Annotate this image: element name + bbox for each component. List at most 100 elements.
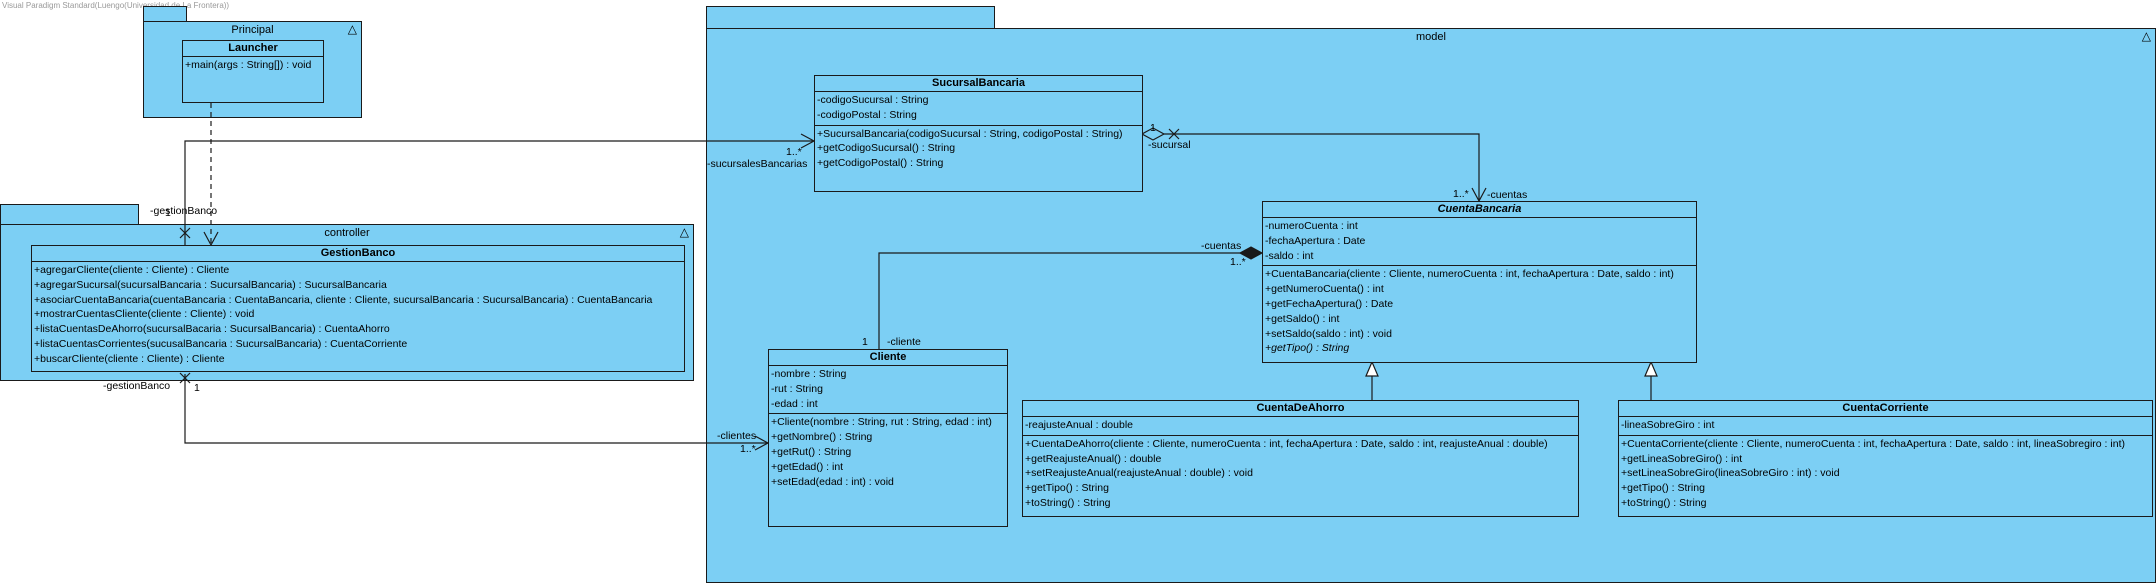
class-name: Launcher — [183, 41, 323, 57]
role-label: -sucursalesBancarias — [707, 158, 808, 170]
composition-cuentas-line — [878, 252, 1240, 349]
attributes-compartment: -reajusteAnual : double — [1023, 417, 1578, 436]
operation[interactable]: +Cliente(nombre : String, rut : String, … — [771, 416, 992, 429]
operation[interactable]: +getNumeroCuenta() : int — [1265, 283, 1384, 296]
operations-compartment: +CuentaBancaria(cliente : Cliente, numer… — [1263, 266, 1696, 358]
class-name: Cliente — [769, 350, 1007, 366]
operation[interactable]: +getTipo() : String — [1621, 482, 1705, 495]
operation[interactable]: +toString() : String — [1621, 496, 1707, 509]
operation[interactable]: +listaCuentasCorrientes(sucusalBancaria … — [34, 337, 408, 350]
class-name: CuentaBancaria — [1263, 202, 1696, 218]
class-cuenta-corriente[interactable]: CuentaCorriente -lineaSobreGiro : int +C… — [1618, 400, 2153, 517]
operations-compartment: +Cliente(nombre : String, rut : String, … — [769, 414, 1007, 491]
class-name: CuentaDeAhorro — [1023, 401, 1578, 417]
operation[interactable]: +agregarCliente(cliente : Cliente) : Cli… — [34, 264, 230, 276]
operation[interactable]: +getCodigoSucursal() : String — [817, 142, 956, 155]
attribute[interactable]: -lineaSobreGiro : int — [1621, 419, 1715, 431]
operation[interactable]: +CuentaDeAhorro(cliente : Cliente, numer… — [1025, 437, 1548, 450]
class-cuenta-bancaria[interactable]: CuentaBancaria -numeroCuenta : int -fech… — [1262, 201, 1697, 363]
operations-compartment: +CuentaCorriente(cliente : Cliente, nume… — [1619, 436, 2152, 513]
operation-abstract[interactable]: +getTipo() : String — [1265, 342, 1350, 355]
attribute[interactable]: -codigoPostal : String — [817, 108, 917, 121]
attributes-compartment: -numeroCuenta : int -fechaApertura : Dat… — [1263, 218, 1696, 267]
operation[interactable]: +toString() : String — [1025, 496, 1111, 509]
class-cliente[interactable]: Cliente -nombre : String -rut : String -… — [768, 349, 1008, 527]
multiplicity-label: 1 — [194, 382, 200, 394]
operation[interactable]: +getNombre() : String — [771, 431, 873, 444]
operation[interactable]: +getSaldo() : int — [1265, 312, 1340, 325]
operations-compartment: +main(args : String[]) : void — [183, 57, 323, 75]
multiplicity-label: 1 — [165, 207, 171, 219]
class-name: GestionBanco — [32, 246, 684, 262]
attributes-compartment: -nombre : String -rut : String -edad : i… — [769, 366, 1007, 415]
package-collapse-icon[interactable]: △ — [2141, 29, 2151, 43]
attribute[interactable]: -reajusteAnual : double — [1025, 419, 1133, 431]
operation[interactable]: +getTipo() : String — [1025, 482, 1109, 495]
package-model-tab[interactable] — [706, 6, 995, 28]
operation[interactable]: +setSaldo(saldo : int) : void — [1265, 327, 1392, 340]
role-label: -cuentas — [1201, 240, 1242, 252]
attributes-compartment: -codigoSucursal : String -codigoPostal :… — [815, 92, 1142, 126]
operation[interactable]: +getRut() : String — [771, 445, 852, 458]
operation[interactable]: +buscarCliente(cliente : Cliente) : Clie… — [34, 352, 225, 365]
package-principal-name: Principal — [231, 24, 274, 36]
operation[interactable]: +CuentaBancaria(cliente : Cliente, numer… — [1265, 268, 1674, 281]
association-clientes-navigability-x — [179, 372, 191, 384]
operation[interactable]: +getCodigoPostal() : String — [817, 157, 944, 170]
operations-compartment: +CuentaDeAhorro(cliente : Cliente, numer… — [1023, 436, 1578, 513]
role-label: -cliente — [887, 336, 921, 348]
operation[interactable]: +getReajusteAnual() : double — [1025, 452, 1162, 465]
operation[interactable]: +SucursalBancaria(codigoSucursal : Strin… — [817, 127, 1123, 140]
multiplicity-label: 1 — [862, 336, 868, 348]
operation[interactable]: +mostrarCuentasCliente(cliente : Cliente… — [34, 308, 255, 321]
attribute[interactable]: -nombre : String — [771, 368, 847, 380]
operation[interactable]: +setLineaSobreGiro(lineaSobreGiro : int)… — [1621, 467, 1840, 480]
package-controller-tab[interactable] — [0, 204, 139, 224]
operation[interactable]: +getFechaApertura() : Date — [1265, 297, 1394, 310]
package-principal-tab[interactable] — [143, 6, 187, 21]
role-label: -gestionBanco — [103, 380, 171, 392]
attributes-compartment: -lineaSobreGiro : int — [1619, 417, 2152, 436]
class-sucursal-bancaria[interactable]: SucursalBancaria -codigoSucursal : Strin… — [814, 75, 1143, 192]
class-cuenta-de-ahorro[interactable]: CuentaDeAhorro -reajusteAnual : double +… — [1022, 400, 1579, 517]
multiplicity-label: 1 — [1150, 122, 1156, 134]
package-collapse-icon[interactable]: △ — [347, 22, 357, 36]
operation[interactable]: +getLineaSobreGiro() : int — [1621, 452, 1743, 465]
operation[interactable]: +main(args : String[]) : void — [185, 59, 312, 71]
role-label: -clientes — [717, 430, 757, 442]
attribute[interactable]: -rut : String — [771, 382, 823, 395]
attribute[interactable]: -edad : int — [771, 397, 818, 410]
operation[interactable]: +setReajusteAnual(reajusteAnual : double… — [1025, 467, 1253, 480]
role-label: -sucursal — [1148, 139, 1191, 151]
operation[interactable]: +getEdad() : int — [771, 460, 844, 473]
operation[interactable]: +asociarCuentaBancaria(cuentaBancaria : … — [34, 293, 653, 306]
operation[interactable]: +listaCuentasDeAhorro(sucursalBacaria : … — [34, 323, 390, 336]
role-label: -gestionBanco — [150, 205, 218, 217]
operation[interactable]: +setEdad(edad : int) : void — [771, 475, 894, 488]
association-cuentas-top-line — [1164, 133, 1480, 201]
package-controller-name: controller — [324, 227, 370, 239]
attribute[interactable]: -saldo : int — [1265, 249, 1314, 262]
class-launcher[interactable]: Launcher +main(args : String[]) : void — [182, 40, 324, 103]
watermark: Visual Paradigm Standard(Luengo(Universi… — [2, 1, 230, 10]
association-sucursales-navigability-x — [179, 227, 191, 239]
multiplicity-label: 1..* — [1230, 256, 1246, 268]
operation[interactable]: +agregarSucursal(sucursalBancaria : Sucu… — [34, 278, 387, 291]
role-label: -cuentas — [1487, 189, 1528, 201]
multiplicity-label: 1..* — [786, 146, 802, 158]
package-model-name: model — [1416, 31, 1446, 43]
attribute[interactable]: -fechaApertura : Date — [1265, 234, 1366, 247]
generalization-corriente-triangle — [1644, 360, 1658, 377]
operations-compartment: +agregarCliente(cliente : Cliente) : Cli… — [32, 262, 684, 369]
package-collapse-icon[interactable]: △ — [679, 225, 689, 239]
association-sucursal-navigability-x — [1168, 128, 1180, 140]
class-gestion-banco[interactable]: GestionBanco +agregarCliente(cliente : C… — [31, 245, 685, 372]
class-name: CuentaCorriente — [1619, 401, 2152, 417]
multiplicity-label: 1..* — [740, 443, 756, 455]
attribute[interactable]: -numeroCuenta : int — [1265, 220, 1358, 232]
operation[interactable]: +CuentaCorriente(cliente : Cliente, nume… — [1621, 437, 2125, 450]
generalization-ahorro-triangle — [1365, 360, 1379, 377]
attribute[interactable]: -codigoSucursal : String — [817, 94, 929, 106]
operations-compartment: +SucursalBancaria(codigoSucursal : Strin… — [815, 126, 1142, 173]
